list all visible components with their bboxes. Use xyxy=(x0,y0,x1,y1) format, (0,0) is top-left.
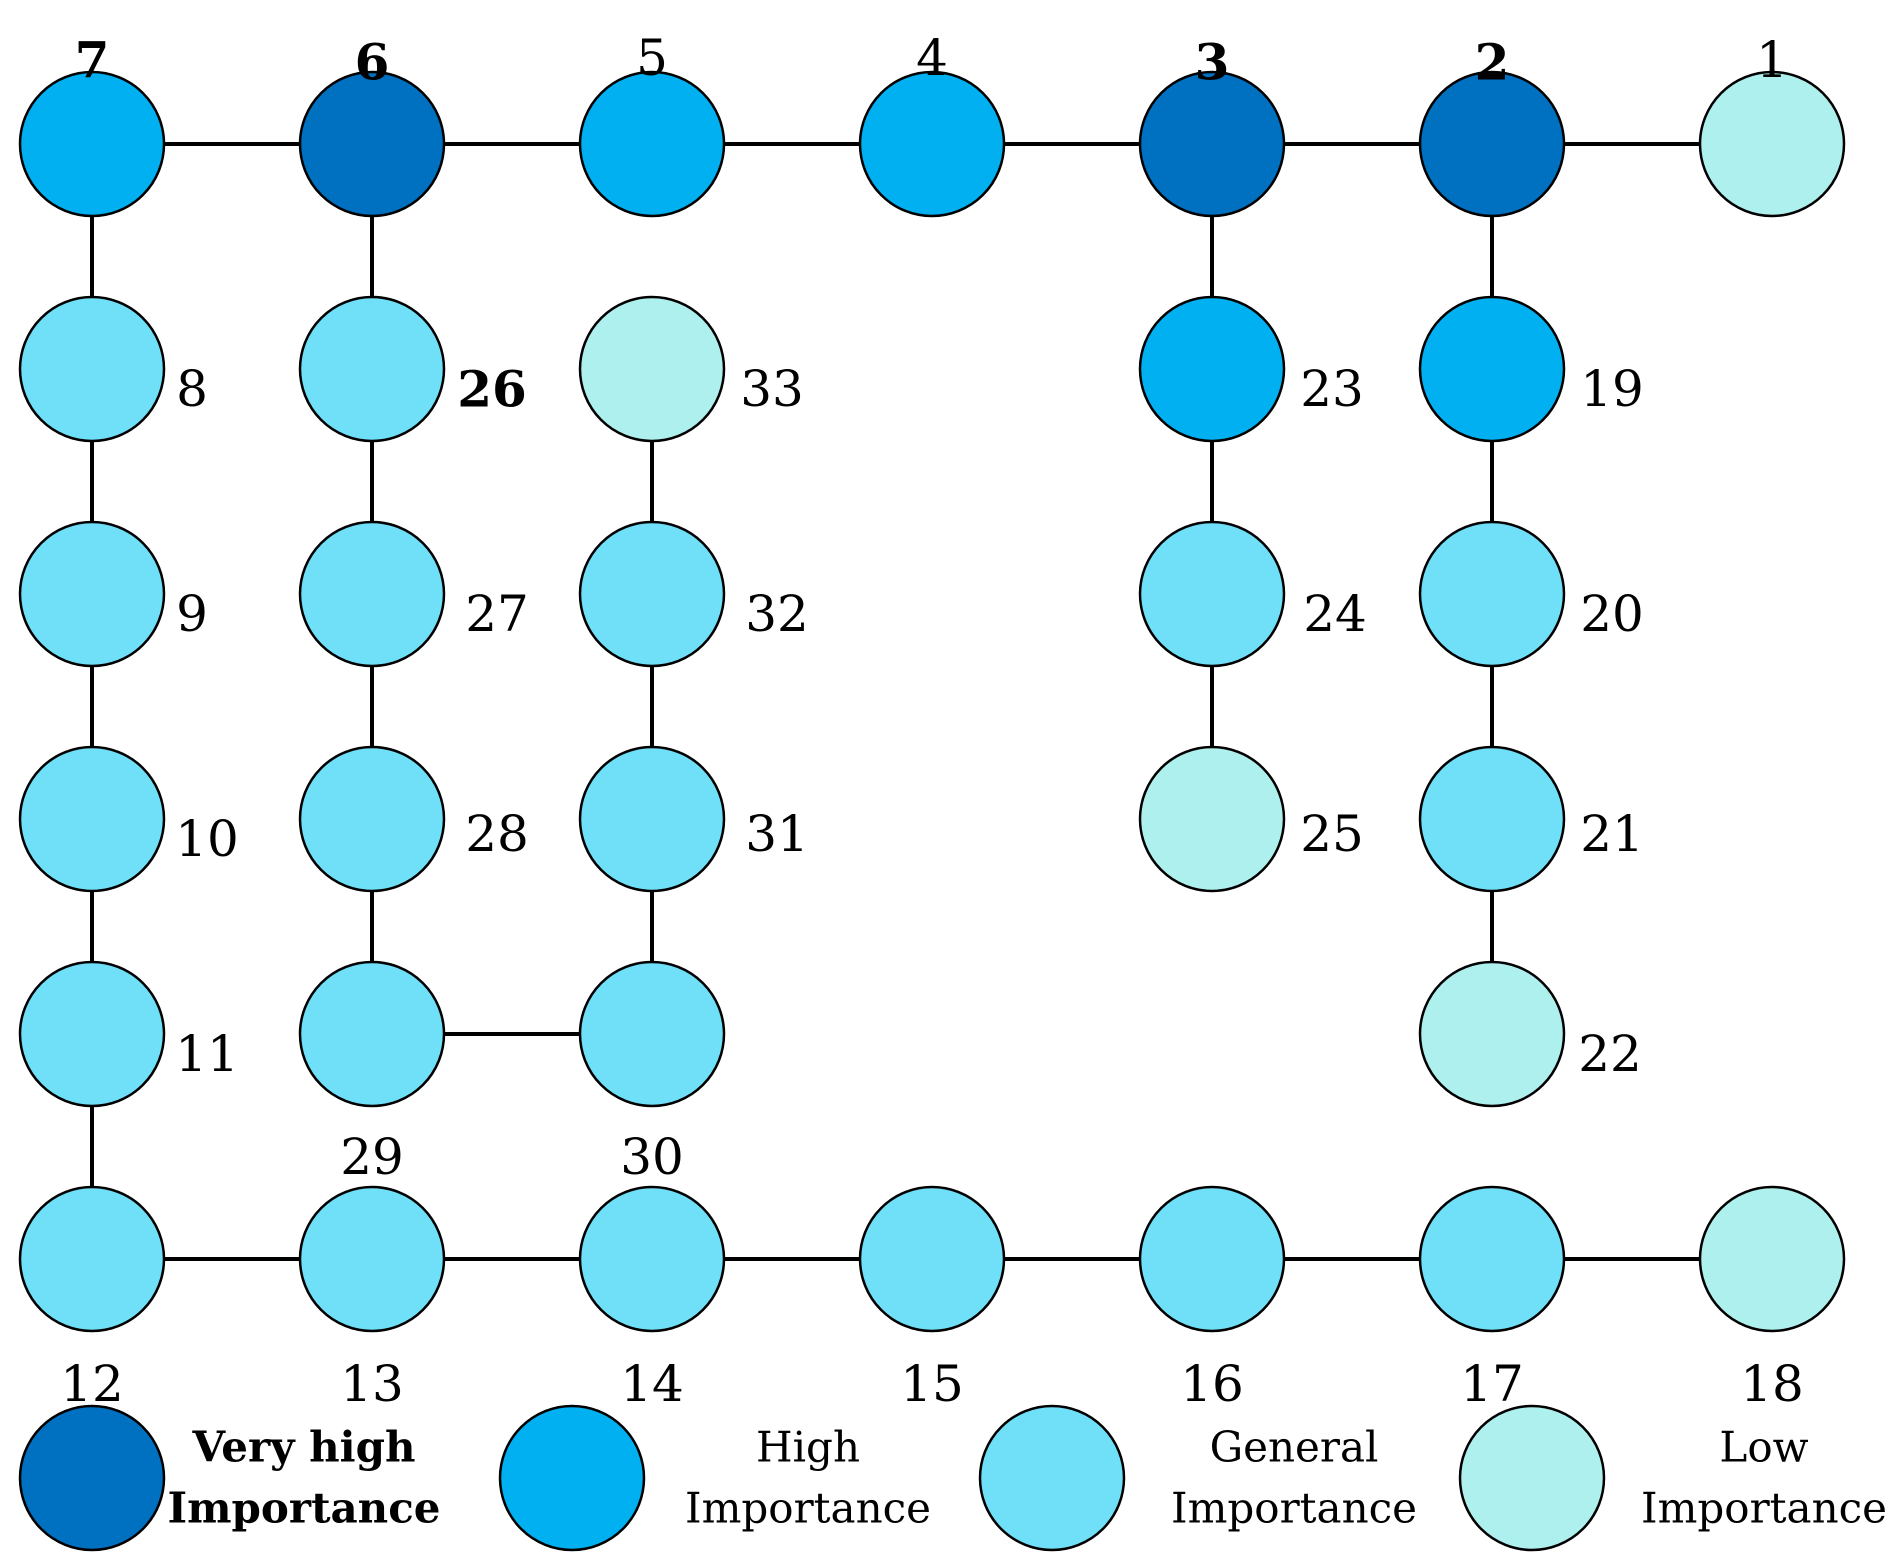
node-5 xyxy=(578,70,726,218)
node-23 xyxy=(1138,295,1286,443)
node-18 xyxy=(1698,1185,1846,1333)
legend-label-line2: Importance xyxy=(167,1484,440,1533)
node-19 xyxy=(1418,295,1566,443)
node-10 xyxy=(18,745,166,893)
legend-label-line1: Low xyxy=(1719,1423,1808,1472)
node-label-5: 5 xyxy=(636,29,668,87)
node-label-25: 25 xyxy=(1300,805,1364,863)
legend-label-line2: Importance xyxy=(685,1484,931,1533)
node-17 xyxy=(1418,1185,1566,1333)
node-label-21: 21 xyxy=(1580,805,1644,863)
legend-label-line2: Importance xyxy=(1171,1484,1417,1533)
nodes-layer xyxy=(18,70,1846,1333)
node-4 xyxy=(858,70,1006,218)
node-label-2: 2 xyxy=(1475,33,1510,92)
node-label-28: 28 xyxy=(465,805,529,863)
node-label-24: 24 xyxy=(1303,585,1367,643)
node-label-3: 3 xyxy=(1195,33,1230,92)
node-label-14: 14 xyxy=(620,1355,684,1413)
legend-label-line1: General xyxy=(1210,1423,1379,1472)
legend-label-line1: Very high xyxy=(191,1423,415,1472)
node-7 xyxy=(18,70,166,218)
node-label-33: 33 xyxy=(740,360,804,418)
node-26 xyxy=(298,295,446,443)
node-label-10: 10 xyxy=(175,810,239,868)
node-label-18: 18 xyxy=(1740,1355,1804,1413)
node-11 xyxy=(18,960,166,1108)
node-label-15: 15 xyxy=(900,1355,964,1413)
node-33 xyxy=(578,295,726,443)
node-8 xyxy=(18,295,166,443)
node-label-26: 26 xyxy=(457,360,527,419)
node-label-19: 19 xyxy=(1580,360,1644,418)
node-label-1: 1 xyxy=(1756,31,1788,89)
node-3 xyxy=(1138,70,1286,218)
node-9 xyxy=(18,520,166,668)
node-label-7: 7 xyxy=(75,31,110,90)
node-label-16: 16 xyxy=(1180,1355,1244,1413)
node-29 xyxy=(298,960,446,1108)
node-label-31: 31 xyxy=(745,805,809,863)
node-label-6: 6 xyxy=(355,33,390,92)
legend-label-line2: Importance xyxy=(1641,1484,1887,1533)
node-6 xyxy=(298,70,446,218)
node-label-11: 11 xyxy=(175,1025,239,1083)
node-label-22: 22 xyxy=(1578,1025,1642,1083)
node-13 xyxy=(298,1185,446,1333)
node-22 xyxy=(1418,960,1566,1108)
legend-swatch-very-high xyxy=(18,1404,166,1552)
node-label-29: 29 xyxy=(340,1128,404,1186)
node-21 xyxy=(1418,745,1566,893)
node-label-12: 12 xyxy=(60,1355,124,1413)
node-label-23: 23 xyxy=(1300,360,1364,418)
node-label-13: 13 xyxy=(340,1355,404,1413)
node-label-30: 30 xyxy=(620,1128,684,1186)
legend-swatch-general xyxy=(978,1404,1126,1552)
node-label-4: 4 xyxy=(916,29,948,87)
node-label-20: 20 xyxy=(1580,585,1644,643)
node-label-32: 32 xyxy=(745,585,809,643)
node-32 xyxy=(578,520,726,668)
legend-label-line1: High xyxy=(756,1423,860,1472)
node-label-17: 17 xyxy=(1460,1355,1524,1413)
node-27 xyxy=(298,520,446,668)
node-25 xyxy=(1138,745,1286,893)
node-2 xyxy=(1418,70,1566,218)
node-12 xyxy=(18,1185,166,1333)
node-28 xyxy=(298,745,446,893)
node-20 xyxy=(1418,520,1566,668)
node-14 xyxy=(578,1185,726,1333)
node-label-9: 9 xyxy=(176,585,208,643)
node-15 xyxy=(858,1185,1006,1333)
node-label-27: 27 xyxy=(465,585,529,643)
legend-swatch-low xyxy=(1458,1404,1606,1552)
node-24 xyxy=(1138,520,1286,668)
legend-swatch-high xyxy=(498,1404,646,1552)
node-31 xyxy=(578,745,726,893)
node-label-8: 8 xyxy=(176,360,208,418)
node-30 xyxy=(578,960,726,1108)
node-16 xyxy=(1138,1185,1286,1333)
node-1 xyxy=(1698,70,1846,218)
